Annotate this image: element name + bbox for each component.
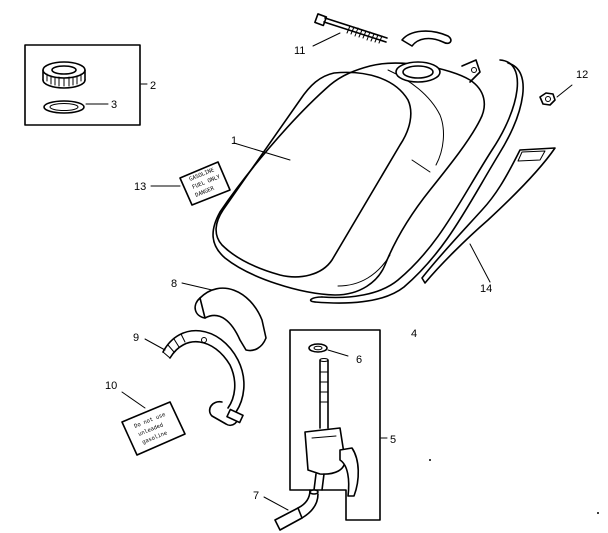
strap-pad [181, 282, 267, 352]
scan-dot [597, 512, 599, 514]
fuel-valve-box [289, 329, 388, 521]
mounting-bolt [312, 13, 388, 47]
cap-gasket [43, 100, 85, 114]
hex-nut [539, 84, 573, 106]
fuel-hose [263, 489, 319, 531]
valve-washer [308, 343, 349, 357]
valve-box-frame [289, 329, 381, 521]
warning-decal-13: GASOLINE FUEL ONLY DANGER [150, 161, 231, 206]
callout-9: 9 [133, 332, 139, 344]
callout-6: 6 [356, 354, 362, 366]
callout-12: 12 [576, 69, 588, 81]
cap-box-frame [24, 44, 141, 126]
fuel-tank [212, 30, 486, 296]
callout-14: 14 [480, 283, 492, 295]
callout-1: 1 [231, 135, 237, 147]
callout-5: 5 [390, 434, 396, 446]
callout-8: 8 [171, 278, 177, 290]
fuel-valve [304, 358, 360, 497]
callout-10: 10 [105, 380, 117, 392]
callout-11: 11 [294, 45, 305, 57]
callout-7: 7 [253, 490, 259, 502]
fuel-cap [42, 61, 86, 89]
trim-strip [309, 59, 524, 304]
callout-13: 13 [134, 181, 146, 193]
callout-4: 4 [411, 328, 417, 340]
scan-dot [429, 459, 431, 461]
callout-2: 2 [150, 80, 156, 92]
tank-side-decal [421, 147, 556, 284]
callout-3: 3 [111, 99, 117, 111]
tank-strap [144, 329, 245, 427]
cap-assembly-box [24, 44, 148, 126]
warning-decal-10: Do not use unleaded gasoline [121, 391, 186, 456]
